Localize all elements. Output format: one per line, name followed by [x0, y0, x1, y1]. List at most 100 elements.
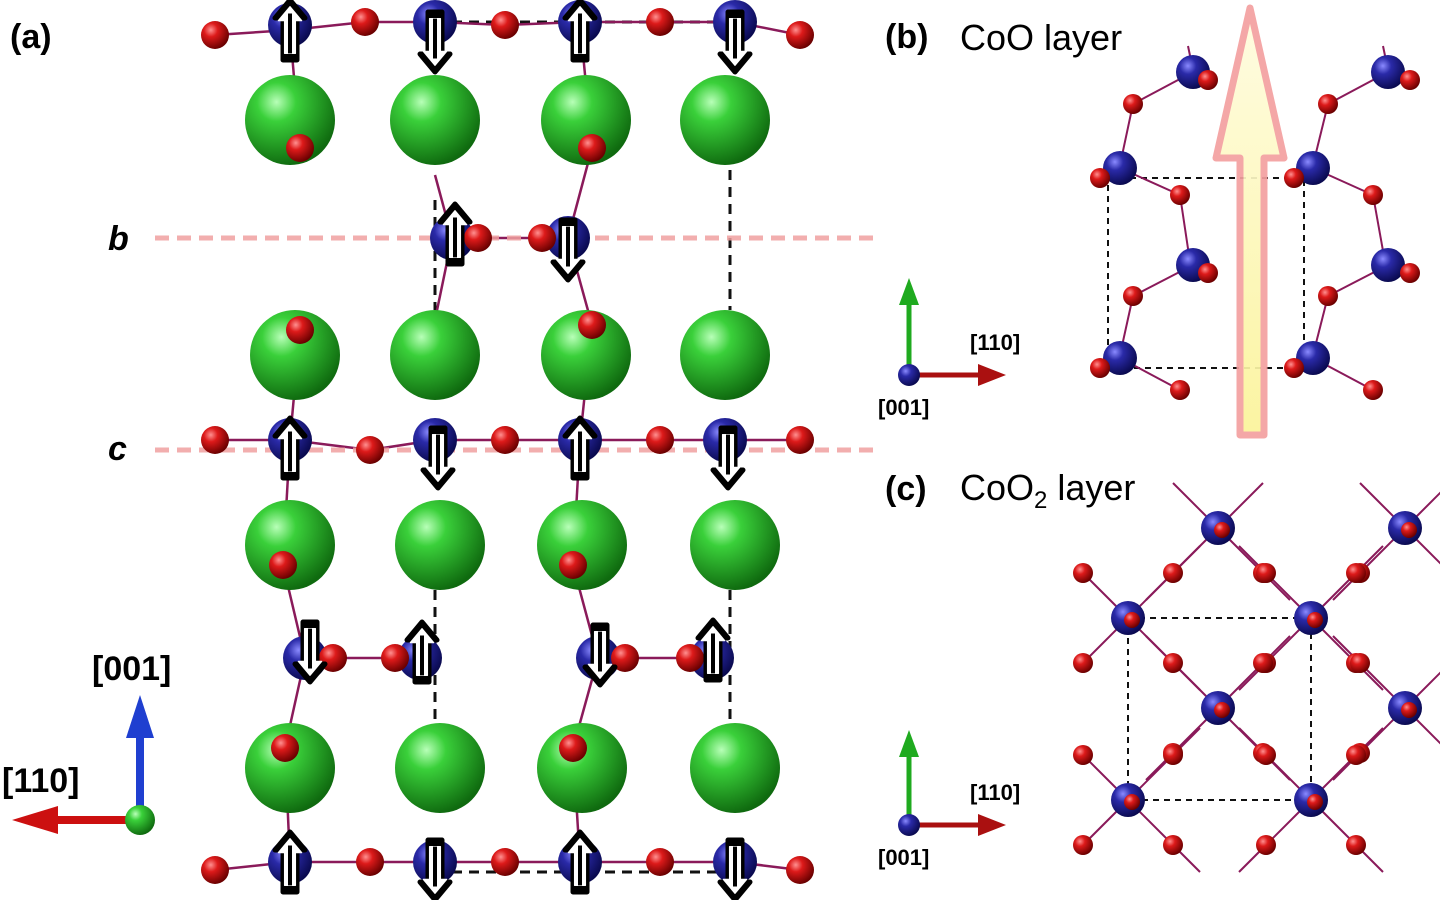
o-atom	[1346, 835, 1366, 855]
o-atom	[1318, 94, 1338, 114]
panel-b-structure	[1090, 4, 1420, 439]
spin-down-arrow-icon	[717, 837, 753, 900]
o-atom	[201, 21, 229, 49]
axis-arrowhead-icon	[12, 806, 58, 834]
o-atom	[1170, 380, 1190, 400]
o-atom	[1073, 835, 1093, 855]
axis-origin-icon	[898, 364, 920, 386]
o-atom	[1124, 794, 1140, 810]
o-atom	[1163, 653, 1183, 673]
panel-label-a: (a)	[10, 18, 52, 56]
spin-down-arrow-icon	[417, 9, 453, 75]
spin-arrows	[272, 0, 753, 900]
o-atom	[1363, 185, 1383, 205]
o-atom	[286, 134, 314, 162]
o-atoms-a	[201, 8, 814, 884]
o-atom	[1307, 612, 1323, 628]
o-atom	[271, 734, 299, 762]
magnetization-arrow-icon	[1212, 4, 1288, 439]
axis-origin-icon	[898, 814, 920, 836]
o-atom	[1124, 612, 1140, 628]
axis-b-horizontal-label: [110]	[970, 330, 1020, 355]
o-atoms-b	[1090, 70, 1420, 400]
o-atom	[201, 426, 229, 454]
cation-atom	[541, 310, 631, 400]
panel-c-structure	[1073, 482, 1440, 873]
axis-a-vertical-label: [001]	[92, 650, 171, 688]
o-atom	[1350, 653, 1370, 673]
co-atom	[1371, 55, 1405, 89]
axis-c-horizontal-label: [110]	[970, 780, 1020, 805]
layer-title-b: CoO layer	[960, 17, 1122, 58]
co-atom	[1371, 248, 1405, 282]
o-atom	[1073, 563, 1093, 583]
o-atom	[1256, 563, 1276, 583]
spin-down-arrow-icon	[420, 425, 456, 491]
axes-c: [110] [001]	[878, 730, 1020, 870]
spin-up-arrow-icon	[562, 415, 598, 481]
panel-label-c: (c)	[885, 470, 927, 508]
o-atom	[269, 551, 297, 579]
cation-atom	[250, 310, 340, 400]
o-atom	[491, 11, 519, 39]
axis-arrowhead-icon	[899, 730, 919, 757]
o-atom	[1163, 835, 1183, 855]
axis-origin-icon	[125, 805, 155, 835]
spin-up-arrow-icon	[562, 829, 598, 895]
axes-b: [110] [001]	[878, 278, 1020, 420]
cation-atom	[245, 500, 335, 590]
o-atom	[559, 734, 587, 762]
o-atom	[786, 426, 814, 454]
o-atom	[1284, 358, 1304, 378]
cation-atom	[390, 310, 480, 400]
o-atom	[676, 644, 704, 672]
o-atom	[646, 848, 674, 876]
o-atom	[559, 551, 587, 579]
o-atom	[1090, 358, 1110, 378]
axis-arrowhead-icon	[978, 364, 1006, 386]
o-atom	[646, 426, 674, 454]
o-atom	[1073, 653, 1093, 673]
spin-up-arrow-icon	[404, 619, 440, 685]
spin-down-arrow-icon	[292, 619, 328, 685]
spin-down-arrow-icon	[582, 622, 618, 688]
o-atom	[1198, 263, 1218, 283]
cation-atoms	[245, 75, 780, 813]
panel-a-structure	[155, 0, 880, 900]
axes-a: [001] [110]	[2, 650, 171, 835]
o-atom	[201, 856, 229, 884]
plane-label-c: c	[108, 430, 127, 468]
o-atom	[1256, 835, 1276, 855]
axis-arrowhead-icon	[978, 814, 1006, 836]
plane-label-b: b	[108, 220, 129, 258]
o-atoms-c	[1073, 563, 1370, 855]
spin-down-arrow-icon	[717, 9, 753, 75]
co-atom	[1103, 341, 1137, 375]
o-atom	[646, 8, 674, 36]
o-atom	[1284, 168, 1304, 188]
o-atom	[1253, 653, 1273, 673]
layer-title-c: CoO2 layer	[960, 467, 1135, 514]
o-atom	[1400, 263, 1420, 283]
axis-b-oop-label: [001]	[878, 395, 929, 420]
cation-atom	[690, 723, 780, 813]
co-atoms-b	[1103, 55, 1405, 375]
panel-label-b: (b)	[885, 18, 928, 56]
o-atom	[1307, 794, 1323, 810]
spin-up-arrow-icon	[695, 617, 731, 683]
spin-up-arrow-icon	[272, 829, 308, 895]
co-atom	[1296, 151, 1330, 185]
o-atom	[1163, 745, 1183, 765]
o-atom	[1346, 745, 1366, 765]
cation-atom	[537, 723, 627, 813]
spin-up-arrow-icon	[272, 0, 308, 63]
o-atom	[578, 311, 606, 339]
axis-arrowhead-icon	[126, 695, 154, 738]
cation-atom	[680, 75, 770, 165]
axis-a-horizontal-label: [110]	[2, 762, 80, 800]
cation-atom	[680, 310, 770, 400]
cation-atom	[541, 75, 631, 165]
o-atom	[491, 848, 519, 876]
cation-atom	[245, 723, 335, 813]
cation-atom	[390, 75, 480, 165]
